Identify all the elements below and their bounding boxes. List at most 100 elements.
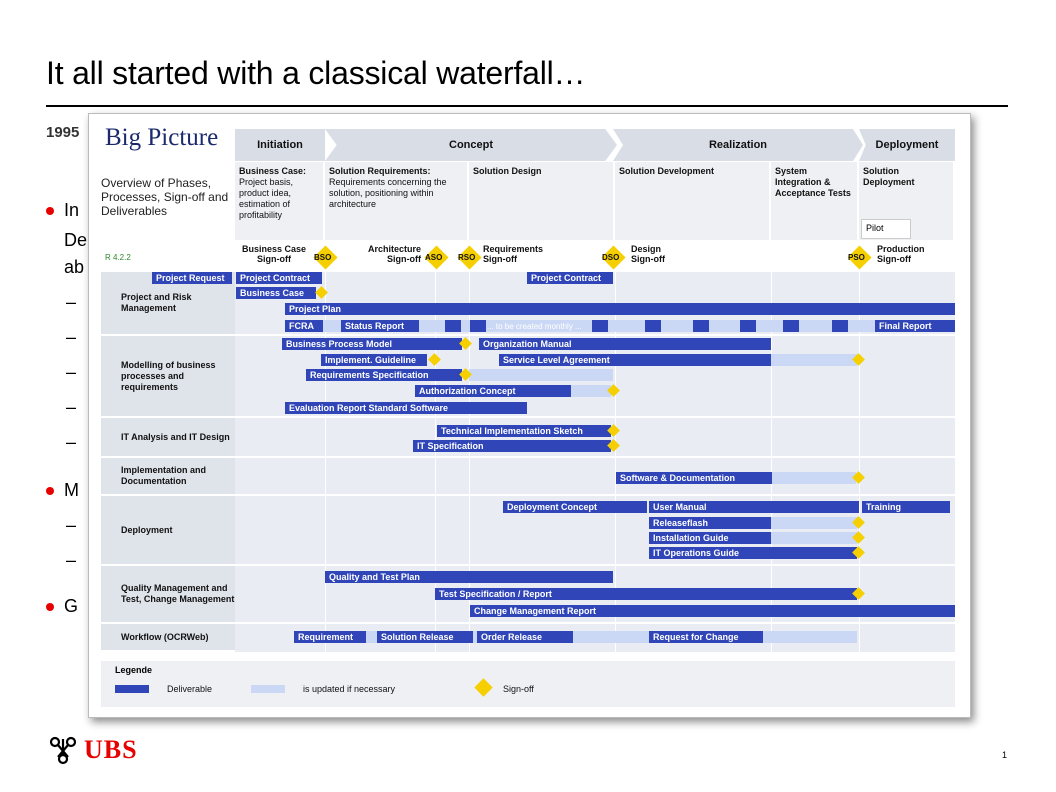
signoff-code-aso: ASO — [425, 253, 443, 262]
bar-user-manual: User Manual — [649, 501, 859, 513]
legend-deliverable-label: Deliverable — [167, 684, 213, 694]
grid-divider — [469, 272, 470, 652]
bullet-dot-icon — [46, 207, 54, 216]
grid-row-divider — [235, 416, 955, 418]
grid-row-divider — [235, 494, 955, 496]
status-block — [592, 320, 608, 332]
bar-installation-guide: Installation Guide — [649, 532, 771, 544]
legend-deliverable-swatch — [115, 685, 149, 693]
grid-divider — [325, 272, 326, 652]
bullet-dot-icon — [46, 487, 54, 496]
deliverable-header-solution-requirements: Solution Requirements:Requirements conce… — [325, 162, 469, 240]
bar-order-release: Order Release — [477, 631, 573, 643]
deliverable-header-solution-design: Solution Design — [469, 162, 615, 240]
status-block — [645, 320, 661, 332]
legend-updated-swatch — [251, 685, 285, 693]
grid-row-divider — [235, 334, 955, 336]
dash-4: – — [66, 397, 77, 417]
big-picture-chart: Big Picture Overview of Phases, Processe… — [88, 113, 971, 718]
bar-software-documentation: Software & Documentation — [616, 472, 772, 484]
grid-row-divider — [235, 456, 955, 458]
row-header-quality: Quality Management and Test, Change Mana… — [101, 566, 235, 624]
status-block — [693, 320, 709, 332]
deliverable-header-business-case: Business Case:Project basis, product ide… — [235, 162, 325, 240]
slide-title: It all started with a classical waterfal… — [46, 55, 586, 91]
signoff-code-rso: RSO — [458, 253, 476, 262]
bar-sla-update — [771, 354, 857, 366]
bar-project-contract-2: Project Contract — [527, 272, 613, 284]
deliverable-header-solution-development: Solution Development — [615, 162, 771, 240]
bar-change-mgmt-report: Change Management Report — [470, 605, 955, 617]
row-header-modelling: Modelling of business processes and requ… — [101, 336, 235, 418]
big-picture-title: Big Picture — [105, 124, 219, 151]
bullet-1-line-2: De — [64, 230, 88, 250]
bar-business-process-model: Business Process Model — [282, 338, 462, 350]
page-number: 1 — [1002, 750, 1008, 760]
grid-divider — [615, 272, 616, 652]
bar-organization-manual: Organization Manual — [479, 338, 771, 350]
bar-implement-guideline: Implement. Guideline — [321, 354, 427, 366]
bar-installation-update — [771, 532, 857, 544]
signoff-production: Production Sign-off — [877, 244, 925, 264]
legend-signoff-diamond-icon — [474, 678, 493, 697]
bar-solution-release: Solution Release — [377, 631, 473, 643]
bar-req-spec-update — [469, 369, 613, 381]
legend-title: Legende — [115, 665, 153, 675]
dash-5: – — [66, 432, 77, 452]
signoff-requirements: Requirements Sign-off — [483, 244, 544, 264]
bar-evaluation-report: Evaluation Report Standard Software — [285, 402, 527, 414]
signoff-code-dso: DSO — [602, 253, 620, 262]
bar-final-report: Final Report — [875, 320, 955, 332]
signoff-code-pso: PSO — [848, 253, 865, 262]
monthly-note: ... to be created monthly ... — [487, 322, 582, 331]
bar-service-level-agreement: Service Level Agreement — [499, 354, 771, 366]
signoff-architecture: Architecture Sign-off — [367, 244, 421, 264]
status-block — [445, 320, 461, 332]
bar-auth-update — [571, 385, 611, 397]
dash-3: – — [66, 362, 77, 382]
bar-deployment-concept: Deployment Concept — [503, 501, 647, 513]
row-header-deployment: Deployment — [101, 496, 235, 566]
phase-realization: Realization — [613, 129, 863, 161]
bar-releaseflash: Releaseflash — [649, 517, 771, 529]
bar-technical-sketch: Technical Implementation Sketch — [437, 425, 611, 437]
bar-project-contract: Project Contract — [236, 272, 322, 284]
bullet-3: G — [46, 596, 78, 617]
deliverable-header-system-integration: System Integration & Acceptance Tests — [771, 162, 859, 240]
status-block — [470, 320, 486, 332]
legend-updated-label: is updated if necessary — [303, 684, 396, 694]
bar-project-plan: Project Plan — [285, 303, 955, 315]
dash-7: – — [66, 550, 77, 570]
big-picture-description: Overview of Phases, Processes, Sign-off … — [101, 176, 229, 218]
bar-requirements-specification: Requirements Specification — [306, 369, 462, 381]
grid-row-divider — [235, 564, 955, 566]
bullet-dot-icon — [46, 603, 54, 612]
row-header-workflow: Workflow (OCRWeb) — [101, 624, 235, 652]
bar-software-update — [772, 472, 856, 484]
row-header-it-analysis: IT Analysis and IT Design — [101, 418, 235, 458]
bullet-1: In — [46, 200, 79, 221]
ubs-wordmark: UBS — [84, 735, 138, 764]
row-header-implementation: Implementation and Documentation — [101, 458, 235, 496]
bar-authorization-concept: Authorization Concept — [415, 385, 571, 397]
bar-it-specification: IT Specification — [413, 440, 611, 452]
bar-it-operations-guide: IT Operations Guide — [649, 547, 857, 559]
dash-1: – — [66, 292, 77, 312]
bar-project-request: Project Request — [152, 272, 232, 284]
bar-requirement: Requirement — [294, 631, 366, 643]
phase-concept: Concept — [325, 129, 617, 161]
grid-divider — [859, 272, 860, 652]
pilot-label: Pilot — [861, 219, 911, 239]
signoff-code-bso: BSO — [314, 253, 332, 262]
signoff-design: Design Sign-off — [631, 244, 665, 264]
grid-row-divider — [235, 622, 955, 624]
bar-releaseflash-update — [771, 517, 857, 529]
bar-request-for-change: Request for Change — [649, 631, 763, 643]
status-block — [832, 320, 848, 332]
bullet-1-line-3: ab — [64, 257, 85, 277]
status-block — [783, 320, 799, 332]
grid-divider — [435, 272, 436, 652]
grid-divider — [771, 272, 772, 652]
dash-6: – — [66, 515, 77, 535]
legend-signoff-label: Sign-off — [503, 684, 534, 694]
